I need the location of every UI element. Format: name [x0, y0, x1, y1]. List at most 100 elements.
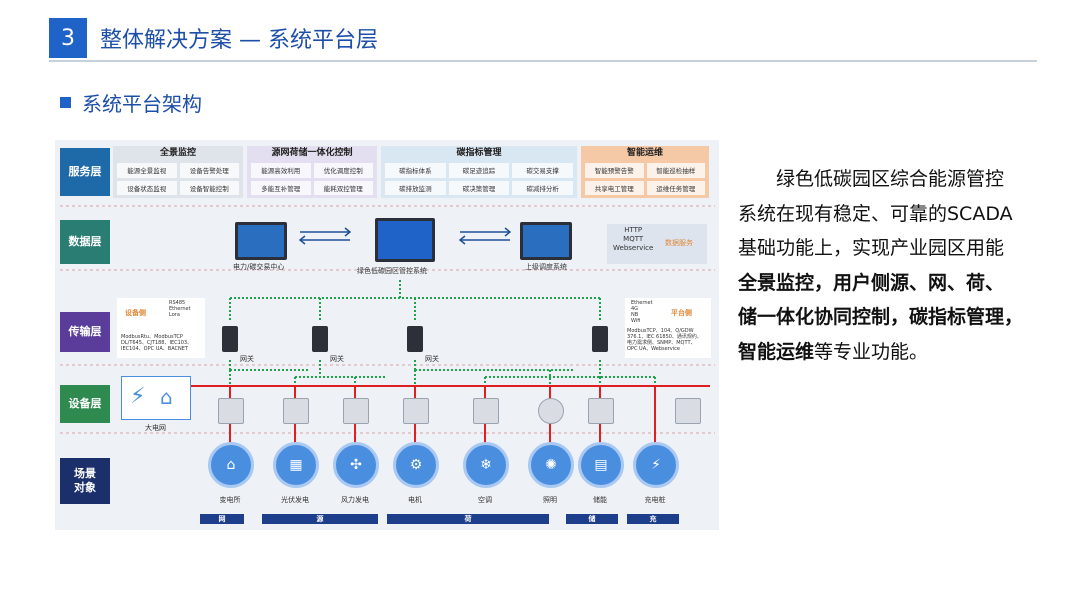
description-bold-phrase: 智能运维	[738, 340, 815, 363]
meter-device-icon	[675, 398, 701, 424]
module-item: 碳足迹追踪	[448, 163, 510, 178]
power-grid-label: 大电网	[145, 424, 166, 432]
module-item: 多能互补管理	[251, 180, 311, 195]
air-conditioner-icon: ❄	[463, 442, 509, 488]
category-bar-load: 荷	[387, 514, 549, 524]
header-divider	[49, 60, 1037, 62]
layer-label-data: 数据层	[60, 220, 110, 264]
park-control-system-monitor-icon	[375, 218, 435, 262]
module-item: 碳减排分析	[512, 180, 573, 195]
platform-side-protocol-box: Ethernet 4G NB Wifi 平台侧 ModbusTCP、104、Q/…	[625, 298, 711, 358]
dispatch-system-monitor-icon	[520, 222, 572, 260]
category-bar-source: 源	[262, 514, 378, 524]
layer-label-scene: 场景 对象	[60, 458, 110, 504]
description-line: 基础功能上，实现产业园区用能	[738, 237, 1005, 259]
transmission-tower-icon: ⚡	[130, 384, 146, 409]
page-title: 整体解决方案 — 系统平台层	[100, 28, 378, 53]
protocol-list: HTTP MQTT Webservice	[613, 226, 654, 252]
section-number-badge: 3	[49, 18, 87, 58]
scene-label: 照明	[543, 496, 557, 504]
meter-device-icon	[218, 398, 244, 424]
gateway-device-icon	[312, 326, 328, 352]
module-carbon-management: 碳指标管理 碳指标体系 碳足迹追踪 碳交易支撑 碳排放监测 碳决策管理 碳减排分…	[381, 146, 577, 198]
scene-label: 电机	[408, 496, 422, 504]
module-title: 碳指标管理	[456, 148, 502, 158]
scene-label: 空调	[478, 496, 492, 504]
device-side-detail: ModbusRtu、ModbusTCP DL/T645、CJT188、IEC10…	[121, 334, 193, 352]
meter-device-icon	[538, 398, 564, 424]
description-line: 绿色低碳园区综合能源管控	[776, 168, 1005, 190]
section-title: 系统平台架构	[82, 92, 202, 116]
battery-storage-icon: ▤	[578, 442, 624, 488]
charging-pile-icon: ⚡	[633, 442, 679, 488]
layer-label-device: 设备层	[60, 385, 110, 423]
module-item: 共享电工管理	[585, 180, 644, 195]
protocol-tag: 数据服务	[665, 239, 693, 247]
motor-icon: ⚙	[393, 442, 439, 488]
module-integrated-control: 源网荷储一体化控制 能源高效利用 优化调度控制 多能互补管理 能耗双控管理	[247, 146, 377, 198]
power-grid-box: ⚡ ⌂	[121, 376, 191, 420]
module-item: 智能预警告警	[585, 163, 644, 178]
description-line-bold: 储一体化协同控制，碳指标管理，	[738, 306, 1024, 328]
module-item: 能耗双控管理	[313, 180, 373, 195]
diagram-connectors	[60, 205, 715, 445]
module-item: 优化调度控制	[313, 163, 373, 178]
description-line-bold: 全景监控，用户侧源、网、荷、	[738, 271, 1005, 294]
module-item: 碳排放监测	[385, 180, 446, 195]
lightbulb-icon: ✺	[528, 442, 574, 488]
scene-label: 风力发电	[341, 496, 369, 504]
module-smart-maintenance: 智能运维 智能预警告警 智能巡检抽样 共享电工管理 运维任务管理	[581, 146, 709, 198]
meter-device-icon	[403, 398, 429, 424]
module-title: 全景监控	[159, 148, 196, 158]
layer-label-transmission: 传输层	[60, 312, 110, 352]
description-line: 系统在现有稳定、可靠的SCADA	[738, 202, 1013, 225]
device-side-title: 设备侧	[125, 309, 146, 317]
gateway-device-icon	[222, 326, 238, 352]
module-item: 设备智能控制	[179, 180, 239, 195]
meter-device-icon	[343, 398, 369, 424]
category-bar-storage: 储	[566, 514, 618, 524]
description-paragraph: 绿色低碳园区综合能源管控 系统在现有稳定、可靠的SCADA 基础功能上，实现产业…	[738, 162, 1058, 369]
platform-side-title: 平台侧	[671, 309, 692, 317]
meter-device-icon	[473, 398, 499, 424]
gateway-label: 网关	[330, 355, 344, 363]
section-bullet-icon	[60, 97, 71, 108]
device-side-protocol-box: 设备侧 RS485 Ethernet Lora ModbusRtu、Modbus…	[117, 298, 205, 358]
module-item: 设备告警处理	[179, 163, 239, 178]
device-side-protocols: RS485 Ethernet Lora	[169, 300, 191, 318]
gateway-label: 网关	[240, 355, 254, 363]
platform-side-protocols: Ethernet 4G NB Wifi	[631, 300, 653, 324]
park-control-system-label: 绿色低碳园区管控系统	[357, 267, 427, 275]
scene-label: 充电桩	[644, 496, 666, 504]
layer-label-service: 服务层	[60, 148, 110, 196]
description-tail: 等专业功能。	[814, 340, 929, 363]
category-bar-charging: 充	[627, 514, 679, 524]
scene-label: 光伏发电	[281, 496, 309, 504]
module-title: 源网荷储一体化控制	[271, 148, 353, 158]
module-item: 能源高效利用	[251, 163, 311, 178]
scene-label: 变电所	[219, 496, 241, 504]
meter-device-icon	[283, 398, 309, 424]
meter-device-icon	[588, 398, 614, 424]
module-item: 运维任务管理	[646, 180, 705, 195]
gateway-device-icon	[592, 326, 608, 352]
module-item: 碳指标体系	[385, 163, 446, 178]
module-item: 智能巡检抽样	[646, 163, 705, 178]
module-item: 设备状态监视	[117, 180, 177, 195]
scene-label: 储能	[593, 496, 607, 504]
category-bar-grid: 网	[200, 514, 244, 524]
module-item: 碳交易支撑	[512, 163, 573, 178]
module-item: 碳决策管理	[448, 180, 510, 195]
architecture-diagram: 服务层 数据层 传输层 设备层 场景 对象 全景监控 能源全景监视 设备告警处理…	[55, 140, 719, 530]
wind-turbine-icon: ✣	[333, 442, 379, 488]
module-item: 能源全景监视	[117, 163, 177, 178]
house-icon: ⌂	[160, 385, 173, 409]
solar-panel-icon: ▦	[273, 442, 319, 488]
gateway-label: 网关	[425, 355, 439, 363]
platform-side-detail: ModbusTCP、104、Q/GDW 376.1、IEC 61850、通讯规约…	[627, 328, 702, 352]
trading-center-monitor-icon	[235, 222, 287, 260]
trading-center-label: 电力/碳交易中心	[233, 263, 285, 271]
description-line-mixed: 智能运维等专业功能。	[738, 335, 1058, 370]
dispatch-system-label: 上级调度系统	[525, 263, 567, 271]
module-title: 智能运维	[626, 148, 663, 158]
